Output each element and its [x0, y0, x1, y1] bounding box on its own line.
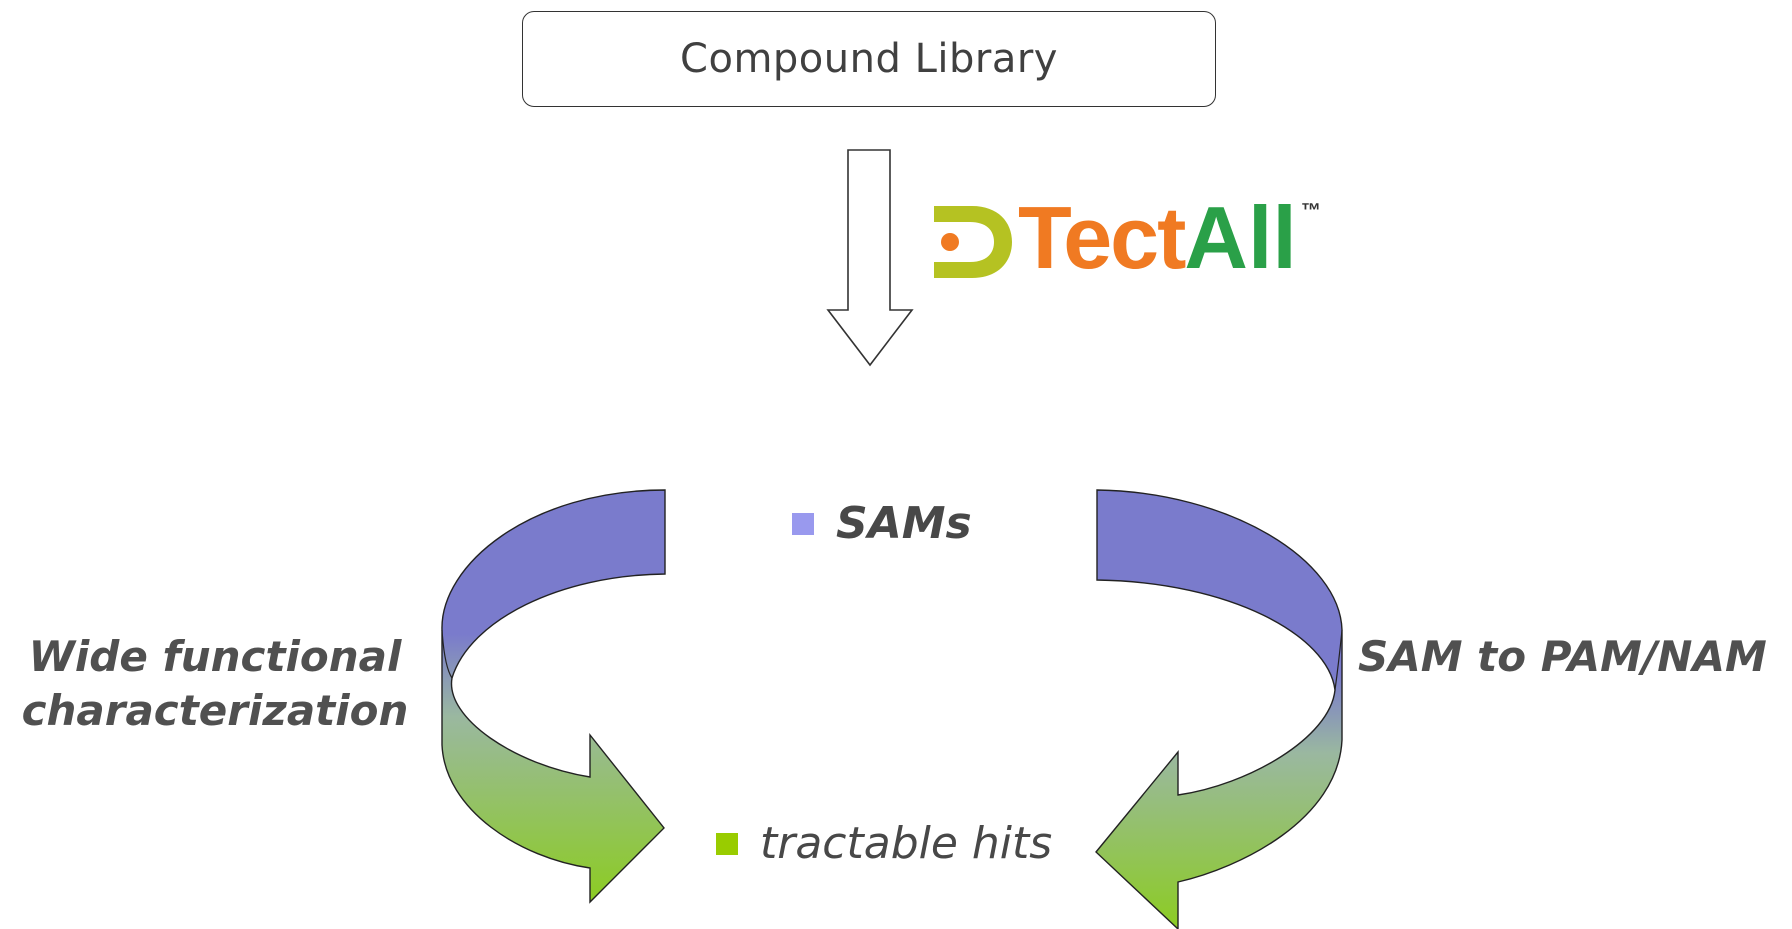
logo-trademark: ™ [1300, 200, 1321, 222]
left-curved-arrow [441, 489, 666, 904]
compound-library-box: Compound Library [522, 11, 1216, 107]
tractable-hits-bullet [716, 832, 738, 855]
sams-bullet [792, 512, 814, 535]
tractable-hits-item: tractable hits [716, 818, 1052, 869]
logo-text-tect: Tect [1018, 188, 1186, 287]
right-curved-arrow [1095, 489, 1343, 929]
dtectall-logo-mark [934, 206, 1012, 278]
left-label-line1: Wide functional [28, 632, 402, 681]
dtectall-logo: Tect All ™ [1018, 188, 1321, 287]
left-label: Wide functional characterization [20, 630, 410, 738]
down-arrow [826, 149, 914, 367]
left-label-line2: characterization [21, 686, 409, 735]
tractable-hits-label: tractable hits [760, 818, 1053, 869]
sams-label: SAMs [836, 498, 972, 549]
logo-text-all: All [1184, 188, 1297, 287]
compound-library-label: Compound Library [680, 36, 1058, 82]
right-label: SAM to PAM/NAM [1358, 632, 1767, 681]
sams-item: SAMs [792, 498, 972, 549]
